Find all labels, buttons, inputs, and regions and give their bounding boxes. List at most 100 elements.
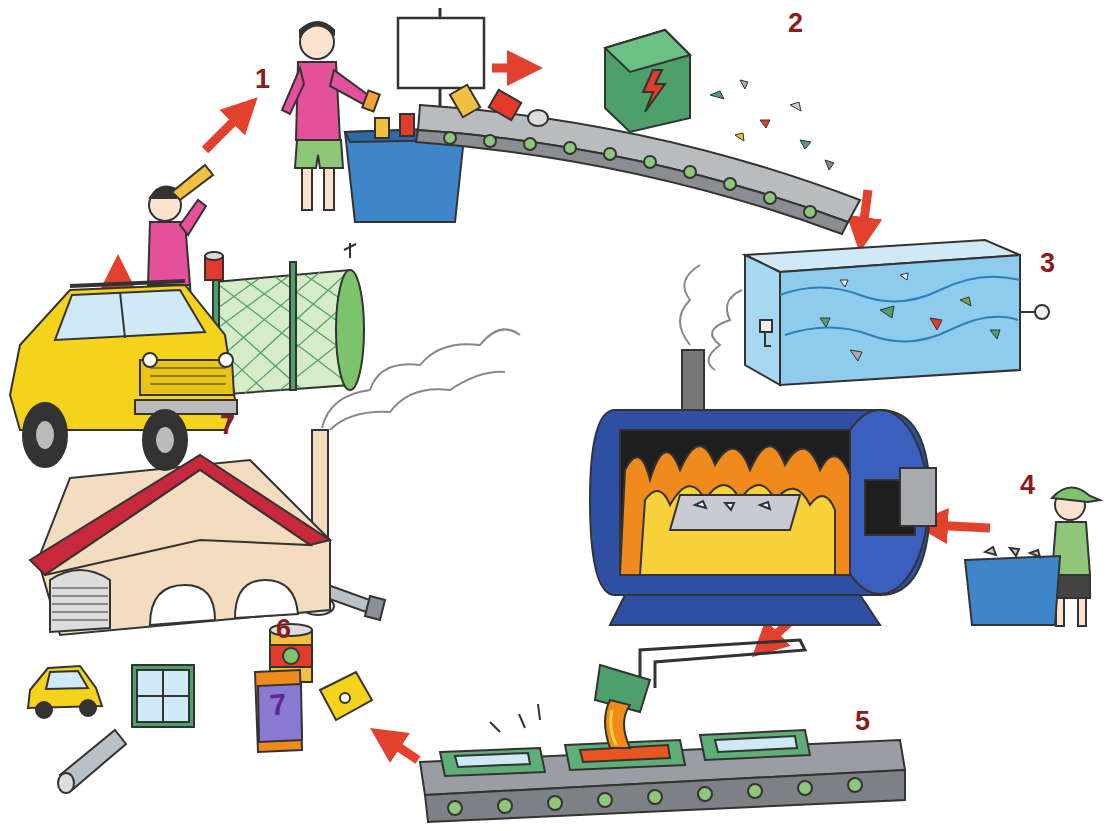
casting-conveyor-part	[440, 748, 545, 776]
casting-conveyor-part-part	[698, 787, 712, 801]
cycle-arrow-part	[205, 110, 245, 150]
person-drinking-part	[205, 252, 223, 260]
person-recycling-part	[324, 168, 334, 210]
recycling-bin-part	[345, 128, 465, 222]
washing-tank-part	[820, 273, 1000, 361]
factory-part	[235, 580, 298, 618]
steam-part	[680, 265, 700, 345]
cycle-arrow	[118, 68, 990, 760]
shredder-conveyor	[416, 30, 860, 234]
furnace	[590, 350, 936, 625]
metal-shreds-part	[790, 102, 801, 111]
casting-conveyor-part	[425, 770, 905, 822]
shredder-conveyor-part-part	[804, 206, 816, 218]
casting-conveyor-part	[455, 753, 530, 767]
shredder-conveyor-part-part	[644, 156, 656, 168]
recycled-products-part	[270, 645, 312, 667]
worker-with-bin-part	[985, 547, 1040, 557]
recycled-products-part	[320, 672, 372, 720]
casting-conveyor-part-part	[498, 799, 512, 813]
casting-conveyor-part-part	[648, 790, 662, 804]
shredder-conveyor-part	[416, 130, 848, 234]
casting-conveyor-part-part	[848, 778, 862, 792]
recycled-products-part	[36, 702, 52, 718]
person-recycling-part	[282, 68, 304, 114]
casting-conveyor-part	[700, 730, 810, 760]
shredder-conveyor-part-part	[604, 148, 616, 160]
fence-part	[290, 262, 296, 390]
washing-tank-part	[1035, 305, 1049, 319]
washing-tank	[745, 240, 1049, 385]
metal-shreds-part	[710, 91, 724, 99]
recycled-products-part	[255, 670, 302, 752]
casting-conveyor-part-part	[748, 784, 762, 798]
casting-conveyor-part-part	[548, 796, 562, 810]
casting-conveyor-part	[448, 778, 862, 815]
washing-tank-part	[780, 277, 1020, 302]
furnace-part	[900, 468, 936, 526]
callout-number: 4	[1020, 472, 1035, 499]
washing-tank-part	[760, 320, 772, 332]
shredder-conveyor-part	[605, 30, 690, 132]
person-drinking-part	[148, 222, 190, 285]
recycled-products-part	[132, 665, 194, 727]
recycling-bin-part	[400, 114, 414, 136]
casting-conveyor-part	[715, 736, 797, 752]
person-recycling-part	[302, 168, 312, 210]
worker-with-bin-part	[1052, 487, 1100, 502]
shredder-conveyor-part-part	[484, 135, 496, 147]
recycled-products-part	[58, 773, 74, 793]
yellow-car-part	[155, 426, 175, 454]
recycled-products-part	[283, 648, 299, 664]
recycled-products-part	[80, 700, 96, 716]
callout-number: 5	[855, 708, 870, 735]
casting-conveyor	[420, 640, 905, 822]
metal-shreds-part	[760, 120, 770, 128]
sign-board-part	[398, 18, 484, 88]
recycled-products-part	[137, 670, 189, 722]
yellow-car-part	[150, 368, 226, 384]
shredder-conveyor-part-part	[444, 132, 456, 144]
yellow-car-part	[70, 281, 185, 286]
metal-shreds	[710, 80, 834, 170]
fence	[213, 243, 364, 398]
yellow-car-part	[143, 410, 187, 470]
callout-number: 2	[788, 10, 803, 37]
casting-conveyor-part	[605, 700, 630, 748]
washing-tank-part-part	[880, 306, 894, 318]
callout-number: 3	[1040, 250, 1055, 277]
cycle-arrow-part	[862, 190, 868, 235]
worker-with-bin-part	[1078, 598, 1086, 626]
metal-shreds-part	[740, 80, 748, 89]
worker-with-bin-part	[965, 556, 1060, 625]
yellow-car-part	[55, 290, 205, 340]
factory-part	[45, 470, 310, 575]
furnace-part	[590, 410, 930, 595]
shredder-conveyor-part	[643, 70, 665, 112]
washing-tank-part	[745, 255, 780, 385]
can-label: 7	[268, 689, 288, 721]
recycled-products-part	[365, 596, 385, 620]
person-drinking-part	[180, 200, 206, 235]
metal-shreds-part	[735, 133, 744, 141]
washing-tank-part-part	[850, 350, 862, 361]
shredder-conveyor-part	[489, 90, 522, 120]
yellow-car-part	[120, 292, 125, 338]
casting-conveyor-part-part	[798, 781, 812, 795]
metal-shreds-part	[800, 140, 811, 149]
casting-conveyor-part	[611, 710, 616, 745]
cycle-arrow-part	[930, 525, 990, 528]
yellow-car-part	[23, 403, 67, 467]
fence-part	[336, 270, 364, 390]
furnace-part	[670, 495, 800, 530]
shredder-conveyor-part	[450, 85, 480, 118]
callout-number: 1	[255, 66, 270, 93]
factory-part	[30, 455, 330, 575]
furnace-part	[620, 430, 850, 575]
factory-part	[52, 588, 108, 620]
person-recycling-part	[362, 90, 379, 111]
person-recycling-part	[300, 22, 334, 36]
person-drinking-part	[172, 165, 213, 200]
